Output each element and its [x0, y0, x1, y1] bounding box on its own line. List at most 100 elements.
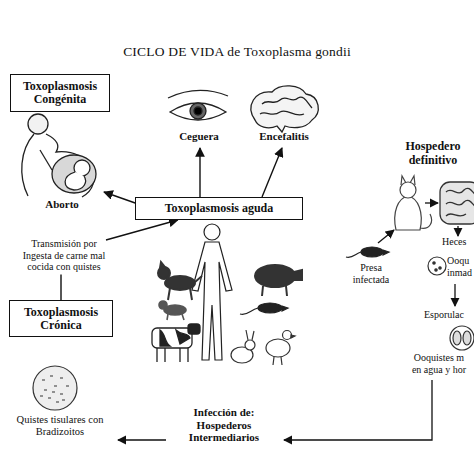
eye-illustration	[168, 90, 228, 120]
disease-box: Toxoplasmosis Crónica	[9, 300, 113, 337]
eyebrow	[168, 90, 228, 98]
disease-box: Toxoplasmosis aguda	[135, 197, 303, 220]
leader-arrow	[199, 148, 200, 197]
back-outline	[22, 134, 34, 196]
human-figure	[192, 224, 232, 360]
brain-illustration	[251, 86, 318, 132]
head	[383, 250, 389, 255]
node-text: Toxoplasmosis aguda	[165, 202, 274, 215]
intestine-outline	[440, 182, 474, 224]
fetus-body	[65, 172, 85, 190]
eye-outline	[170, 103, 226, 120]
body	[255, 265, 295, 287]
stage-label: Heces	[442, 236, 474, 248]
legs	[157, 348, 188, 362]
edge-label: Transmisión por Ingesta de carne mal coc…	[18, 238, 110, 273]
legs	[262, 286, 287, 296]
legs	[168, 276, 202, 300]
body	[165, 276, 195, 290]
legs	[273, 357, 282, 365]
host-label: Infección de: Hospederos Intermediarios	[166, 406, 282, 444]
tail	[240, 308, 258, 314]
stage-label: Ooqu inmad	[447, 255, 474, 278]
stage-label: Presa infectada	[346, 262, 396, 285]
brain-gyri	[260, 111, 304, 115]
sporocyst	[463, 331, 471, 345]
dog	[158, 262, 202, 300]
node-text-stack: Toxoplasmosis Congénita	[15, 80, 105, 106]
head	[28, 114, 48, 134]
disease-box: Toxoplasmosis Congénita	[10, 74, 110, 112]
small-animal	[159, 301, 186, 320]
immature-oocyst	[428, 257, 446, 275]
body	[152, 328, 192, 348]
stage-label: Esporulac	[424, 309, 474, 321]
leader-arrows	[104, 148, 282, 204]
rabbit	[231, 330, 255, 363]
leader-arrow	[104, 192, 138, 204]
prey-rat	[346, 247, 389, 257]
outcome-label: Aborto	[36, 198, 88, 211]
patch	[160, 330, 170, 346]
iris	[190, 103, 206, 119]
cycle-arrows	[118, 203, 458, 440]
sporocyst	[453, 331, 461, 345]
node-text-stack: Toxoplasmosis aguda	[165, 202, 274, 215]
leader-arrow	[262, 148, 282, 197]
host-label: Hospedero definitivo	[392, 140, 474, 168]
head	[159, 301, 167, 309]
intestine	[440, 182, 474, 224]
body	[258, 303, 282, 313]
dot	[435, 269, 437, 271]
head	[204, 224, 220, 240]
pig	[255, 265, 302, 296]
rat	[240, 303, 288, 314]
tail	[420, 214, 432, 228]
node-text: Toxoplasmosis Congénita	[15, 80, 105, 106]
ears	[246, 330, 254, 340]
body	[395, 196, 422, 230]
head	[400, 182, 416, 198]
head	[282, 306, 288, 311]
brain-outline	[251, 86, 318, 132]
cycle-arrow	[378, 230, 394, 243]
stage-label: Ooquistes m en agua y hor	[408, 352, 470, 375]
brain-gyri	[262, 97, 312, 108]
cycle-arrow	[457, 226, 458, 236]
node-text-stack: Toxoplasmosis Crónica	[14, 306, 108, 332]
body	[192, 242, 232, 360]
cyst-label: Quistes tisulares con Bradizoitos	[4, 414, 116, 438]
sporulated-oocyst	[450, 326, 474, 350]
body	[266, 339, 290, 357]
beak	[291, 335, 295, 338]
outcome-label: Encefalitis	[248, 130, 320, 143]
ears	[401, 176, 415, 185]
legs	[167, 314, 184, 320]
dot	[433, 262, 435, 264]
intestine-coils	[446, 188, 474, 216]
outcome-label: Ceguera	[168, 130, 230, 143]
cow	[152, 324, 200, 362]
tissue-cyst	[33, 366, 77, 410]
pregnant-woman	[22, 114, 96, 197]
head	[283, 331, 292, 340]
cycle-arrow	[425, 202, 438, 203]
snout	[294, 270, 302, 280]
node-text: Toxoplasmosis Crónica	[14, 306, 108, 332]
womb	[52, 155, 96, 193]
head	[188, 324, 200, 334]
arm	[40, 150, 52, 170]
chicken	[266, 331, 295, 366]
cycle-arrow	[284, 380, 432, 440]
ear	[160, 262, 165, 268]
tail	[346, 252, 361, 257]
cycle-arrow	[118, 439, 166, 440]
cycle-arrow	[454, 284, 455, 306]
head	[245, 340, 255, 350]
body	[361, 247, 383, 257]
cyst-wall	[33, 366, 77, 410]
diagram-title: CICLO DE VIDA de Toxoplasma gondii	[0, 44, 474, 60]
dot	[439, 267, 441, 269]
